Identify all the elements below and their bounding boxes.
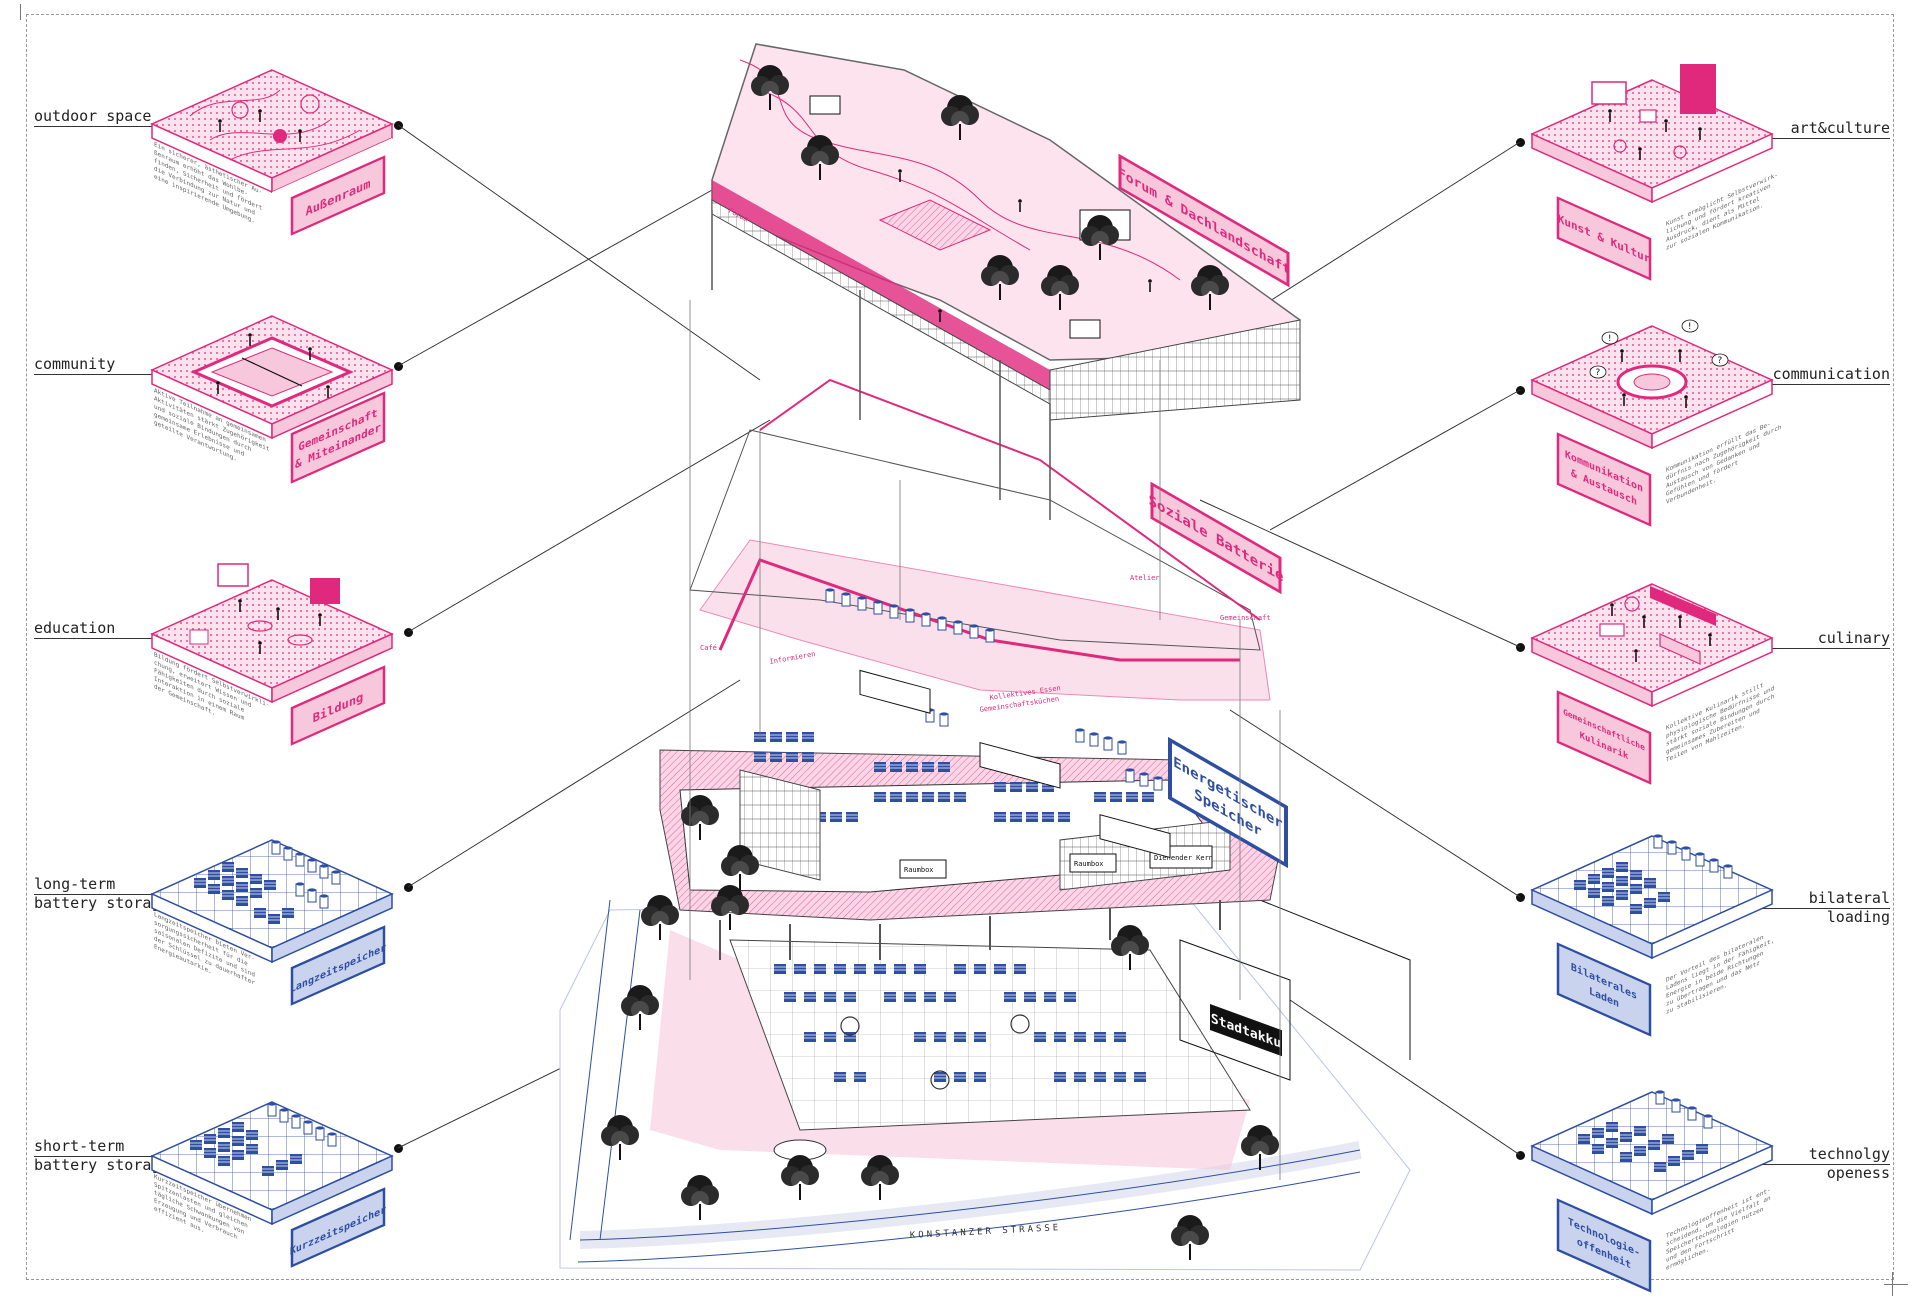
projection-lines <box>689 300 1281 1180</box>
label-technology-line1: technolgy <box>1808 1145 1890 1163</box>
informieren-label: Informieren <box>769 650 816 666</box>
label-underline <box>34 638 154 639</box>
corner-mark <box>20 4 21 20</box>
storage-level: Raumbox Raumbox Dienender Kern <box>659 707 1281 960</box>
label-education: education <box>34 619 116 637</box>
svg-text:!: ! <box>1687 322 1692 332</box>
svg-text:Soziale Batterie: Soziale Batterie <box>1149 491 1284 585</box>
raumbox-label: Raumbox <box>904 866 934 874</box>
corner-mark <box>1884 1284 1908 1285</box>
label-underline <box>1746 1164 1890 1165</box>
connector-dot <box>404 883 413 892</box>
atelier-label: Atelier <box>1130 574 1160 582</box>
dienender-kern-label: Dienender Kern <box>1154 854 1213 862</box>
gemeinschaft-label: Gemeinschaft <box>1220 614 1271 622</box>
svg-text:?: ? <box>1595 368 1600 378</box>
right-panel-bilateral-loading: Bilaterales Laden Der Vorteil des bilate… <box>1530 833 1774 1037</box>
left-panel-education: Bildung Bildung fördert Selbstverwirkli-… <box>150 563 394 746</box>
label-long-term-line1: long-term <box>34 875 116 893</box>
right-panel-technology-openness: Technologie- offenheit Technologieoffenh… <box>1530 1089 1774 1293</box>
label-underline <box>1746 908 1890 909</box>
label-underline <box>1746 384 1890 385</box>
right-panel-art-culture: Kunst & Kultur Kunst ermöglicht Selbstve… <box>1530 64 1778 281</box>
label-communication: communication <box>1772 365 1890 383</box>
cafe-label: Café <box>700 644 717 652</box>
label-underline <box>1746 138 1890 139</box>
connector-dot <box>1516 138 1525 147</box>
label-community: community <box>34 355 116 373</box>
right-panel-culinary: Gemeinschaftliche Kulinarik Kollektive K… <box>1530 583 1774 785</box>
left-panel-outdoor: Außenraum Ein sicherer, ästhetischer Au-… <box>150 69 394 310</box>
label-underline <box>34 894 154 895</box>
label-underline <box>34 126 154 127</box>
svg-text:!: ! <box>1607 334 1612 344</box>
label-bilateral-line1: bilateral <box>1808 889 1890 907</box>
connector-dot <box>1516 643 1525 652</box>
connector-dot <box>1516 386 1525 395</box>
right-panel-communication: ! ! ? ? Kommunikation & Austausch Kommun… <box>1530 319 1782 527</box>
left-panel-community: Gemeinschaft & Miteinander Aktive Teilna… <box>150 315 394 484</box>
label-bilateral-line2: loading <box>1826 908 1890 926</box>
label-outdoor-space: outdoor space <box>34 107 152 125</box>
connector-dot <box>394 362 403 371</box>
connector-dot <box>1516 893 1525 902</box>
drawing-frame <box>26 14 1894 1280</box>
connector-dot <box>1516 1151 1525 1160</box>
label-short-term-line1: short-term <box>34 1137 125 1155</box>
ground-level-parking <box>650 930 1251 1170</box>
label-underline <box>1746 648 1890 649</box>
raumbox-label: Raumbox <box>1074 860 1104 868</box>
connector-dot <box>394 1144 403 1153</box>
left-panel-long-term-storage: Langzeitspeicher Langzeitspeicher bieten… <box>150 839 394 1006</box>
left-panel-short-term-storage: Kurzzeitspeicher Kurzzeitspeicher überne… <box>150 1101 394 1268</box>
label-art-culture: art&culture <box>1790 119 1890 137</box>
social-battery-level: Kollektives Essen Gemeinschaftsküchen In… <box>689 378 1271 859</box>
label-technology-line2: openess <box>1826 1164 1890 1182</box>
svg-text:?: ? <box>1717 356 1722 366</box>
label-culinary: culinary <box>1817 629 1890 647</box>
label-underline <box>34 1156 154 1157</box>
roof-landscape: Forum <box>711 43 1301 520</box>
label-underline <box>34 374 154 375</box>
connector-dot <box>404 628 413 637</box>
soziale-batterie-label: Soziale Batterie <box>1149 481 1284 595</box>
